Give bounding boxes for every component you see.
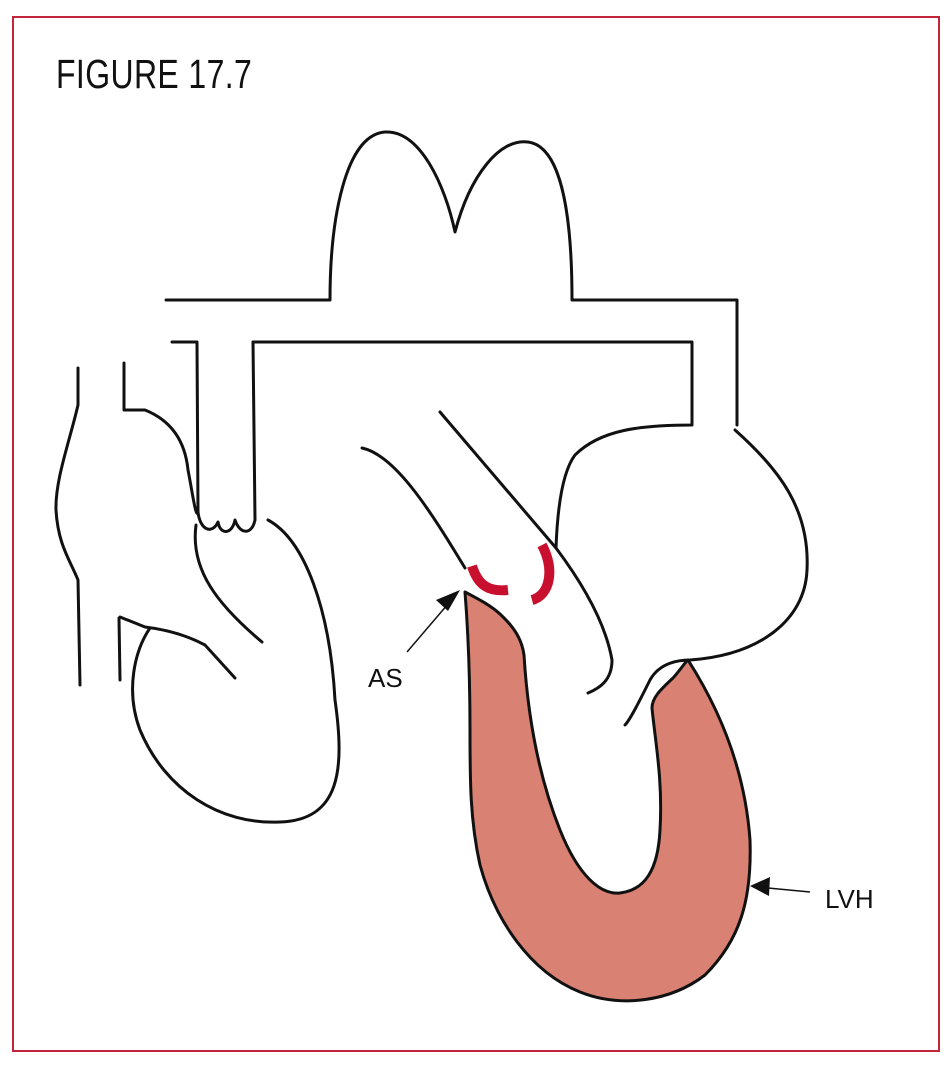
left-atrium-lower-wall [554,546,614,695]
vena-cava-outer [54,366,82,687]
aortic-arch-outline [164,130,739,427]
stenotic-valve-leaflet-right [530,542,555,605]
left-atrium-outline [623,428,809,727]
lvh-label: LVH [825,884,874,914]
as-label: AS [368,663,403,693]
lvh-pointer [750,877,811,896]
figure-frame [12,16,940,1052]
aortic-root-left [360,446,467,570]
pulmonary-trunk-outline [170,340,200,514]
pulmonary-artery-right-wall [251,340,257,522]
right-ventricle-outer [131,518,341,824]
figure-title: FIGURE 17.7 [56,51,253,97]
pulmonary-valve-cusps [196,510,257,533]
stenotic-valve-leaflet-left [467,564,509,596]
aortic-root-right [438,410,558,550]
as-pointer [406,590,460,653]
right-atrium-lower [118,615,237,680]
vena-cava-upper-inner [122,361,200,515]
aorta-inner-outline [251,340,694,550]
right-ventricle-inner [193,523,264,644]
lv-hypertrophied-wall [463,590,752,1003]
vena-cava-lower-inner [117,616,122,682]
